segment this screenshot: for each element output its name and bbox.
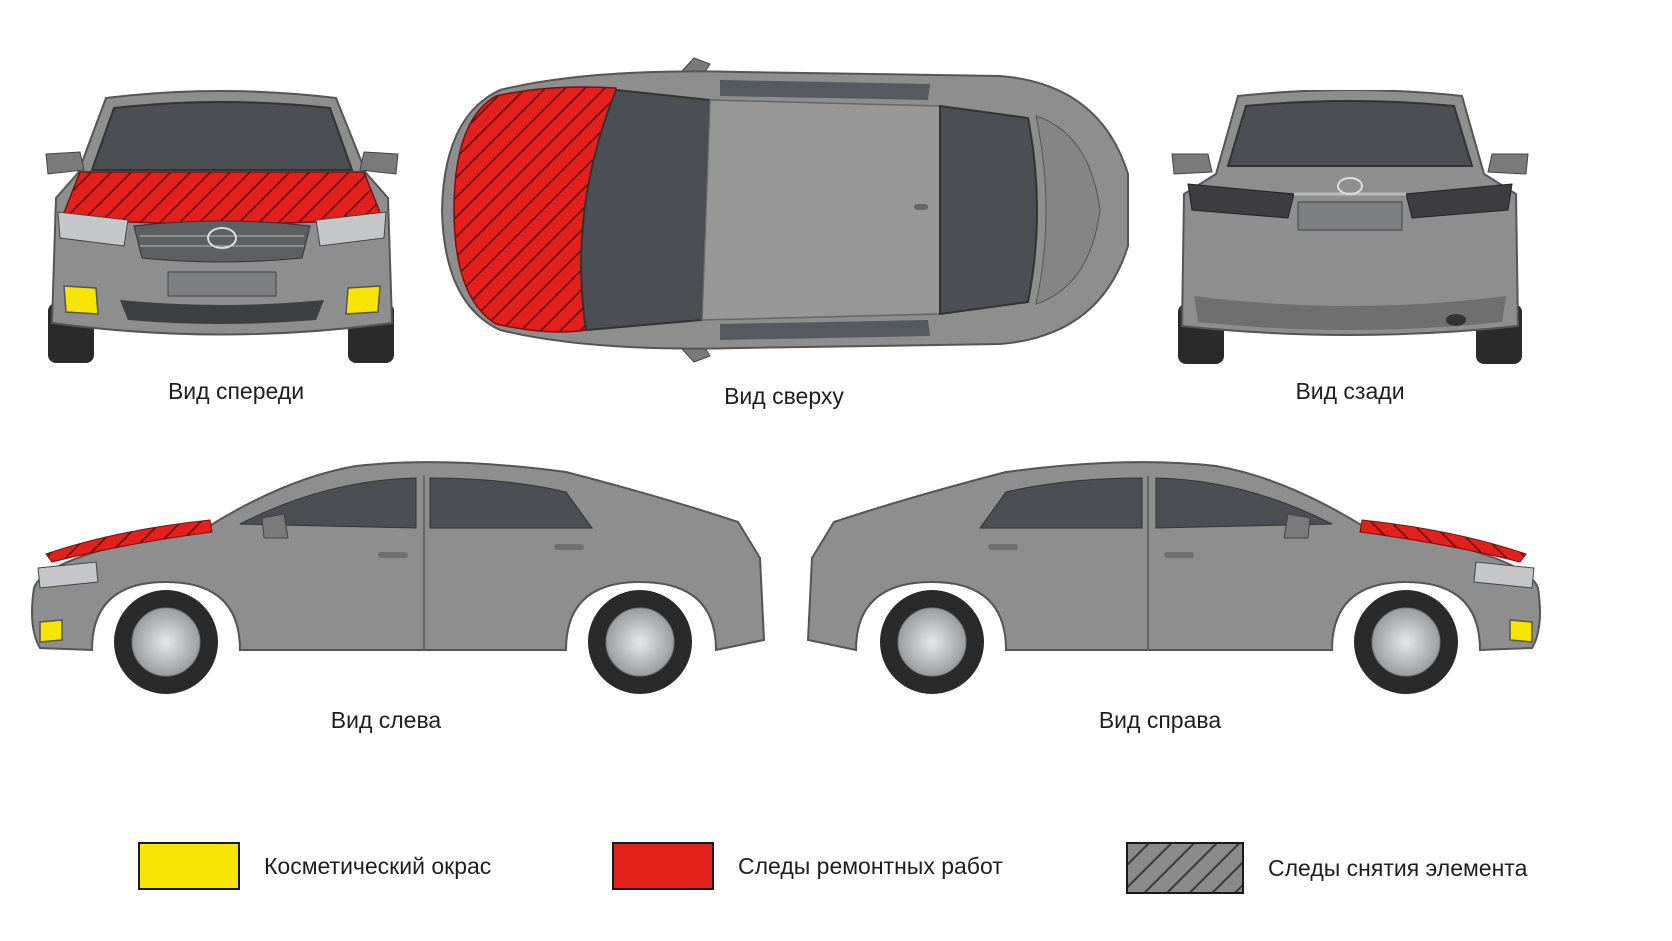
legend-cosmetic-paint: Косметический окрас (138, 842, 491, 890)
front-view-label: Вид спереди (167, 378, 305, 404)
right-view-car (806, 461, 1541, 694)
right-view (802, 458, 1546, 698)
legend-swatch-red (612, 842, 714, 890)
legend-swatch-hatched (1126, 842, 1244, 894)
front-foglight-right-cosmetic (345, 285, 381, 315)
right-hood-damage (1359, 519, 1527, 563)
right-foglight-cosmetic (1509, 619, 1533, 643)
rear-view (1164, 90, 1536, 370)
front-hood-damage (60, 171, 384, 225)
legend-label-cosmetic: Косметический окрас (264, 852, 492, 879)
front-view (36, 88, 408, 370)
rear-view-label: Вид сзади (1295, 378, 1405, 404)
legend-label-removal: Следы снятия элемента (1268, 854, 1528, 881)
top-view (440, 54, 1136, 366)
top-hood-damage (453, 86, 617, 333)
top-view-car (440, 57, 1129, 363)
left-foglight-cosmetic (39, 619, 63, 643)
front-foglight-left-cosmetic (63, 285, 99, 315)
legend-element-removal: Следы снятия элемента (1126, 842, 1527, 894)
left-view (26, 458, 770, 698)
legend-repair-work: Следы ремонтных работ (612, 842, 1003, 890)
left-view-label: Вид слева (330, 707, 442, 733)
left-view-car (31, 461, 766, 694)
left-hood-damage (45, 519, 213, 563)
legend-label-repair: Следы ремонтных работ (738, 852, 1003, 879)
rear-view-car (1171, 90, 1529, 364)
front-view-car (45, 90, 399, 363)
right-view-label: Вид справа (1098, 707, 1222, 733)
top-view-label: Вид сверху (724, 383, 844, 409)
legend-swatch-yellow (138, 842, 240, 890)
